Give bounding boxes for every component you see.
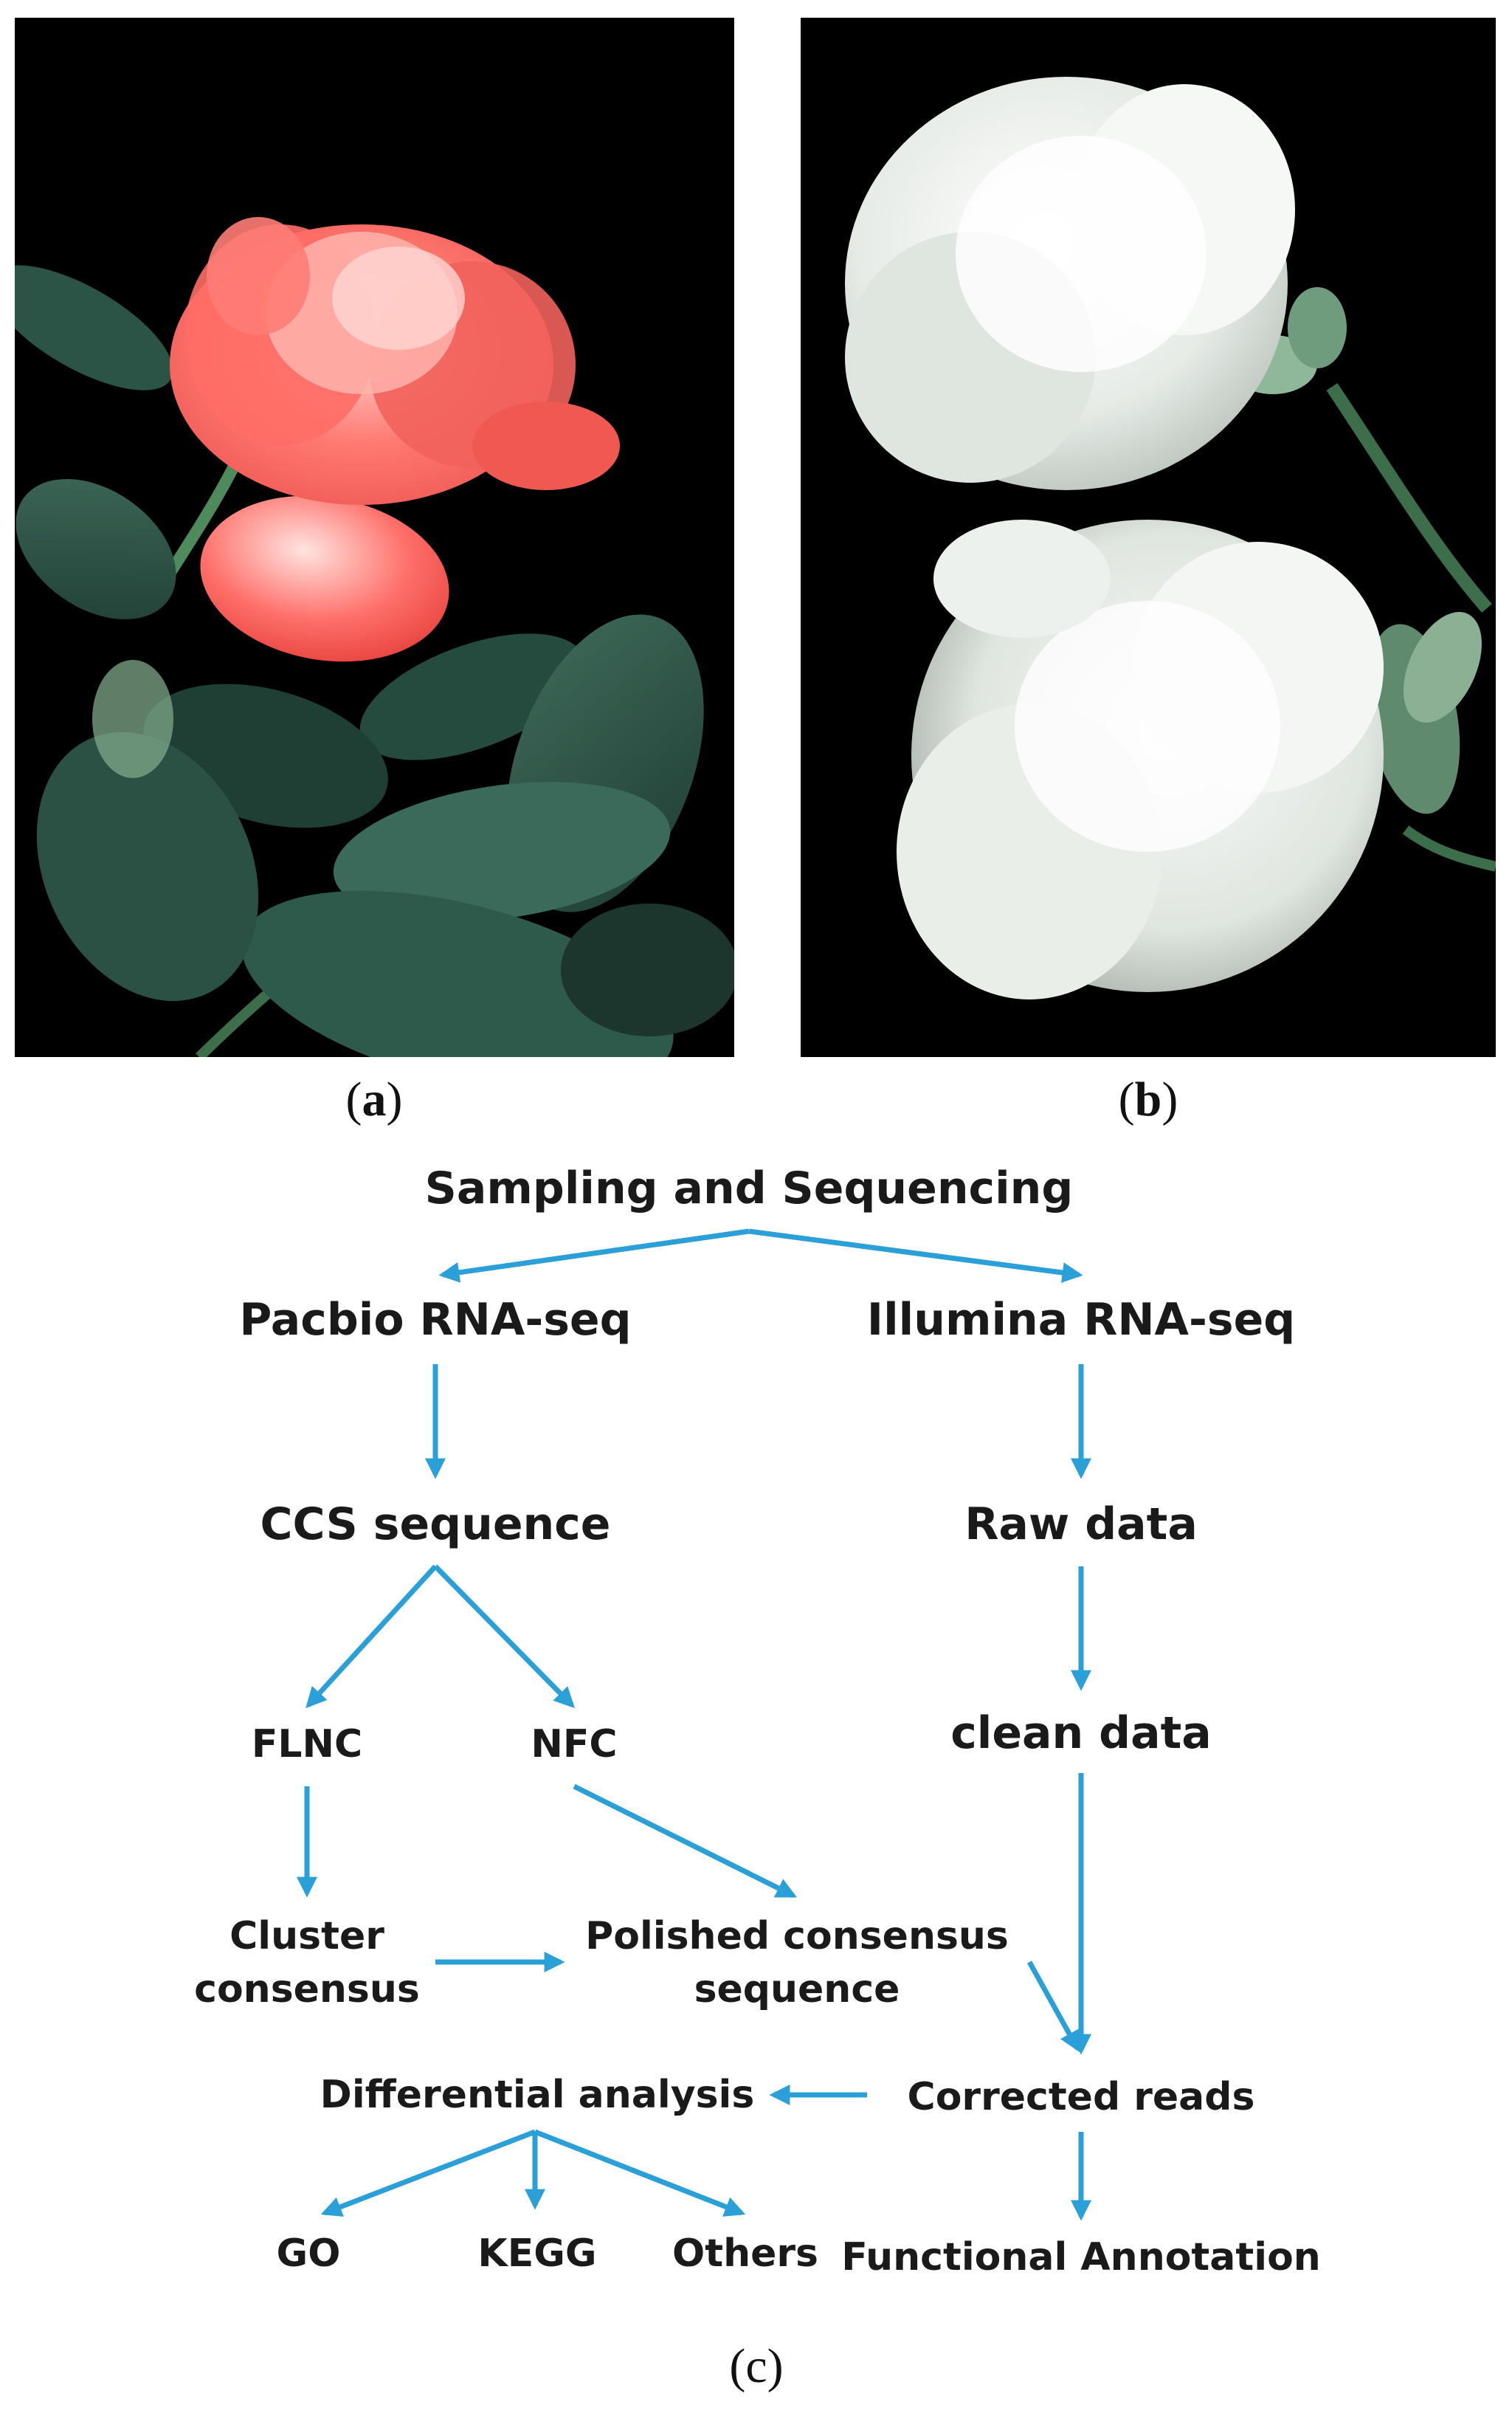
arrow-nfc-to-polished (573, 1783, 798, 1899)
node-cluster-consensus-line1: Cluster (229, 1914, 384, 1958)
panel-label-c: (c) (729, 2339, 784, 2393)
node-sampling-and-sequencing: Sampling and Sequencing (425, 1163, 1074, 1214)
arrow-sampling-to-illumina (748, 1228, 1083, 1283)
arrow-ccs-to-nfc (433, 1564, 575, 1708)
node-pacbio-rna-seq: Pacbio RNA-seq (239, 1294, 631, 1346)
arrow-ccs-to-flnc (305, 1564, 438, 1709)
arrow-differential-to-go (320, 2129, 536, 2217)
node-kegg: KEGG (477, 2231, 596, 2276)
node-go: GO (277, 2231, 341, 2276)
node-clean-data: clean data (950, 1707, 1212, 1759)
panel-label-b: (b) (1118, 1073, 1178, 1126)
node-polished-consensus-line1: Polished consensus (585, 1914, 1009, 1958)
node-cluster-consensus-line2: consensus (194, 1967, 420, 2011)
node-corrected-reads: Corrected reads (908, 2075, 1255, 2119)
arrow-polished-to-corrected (1026, 1961, 1080, 2052)
panel-label-a: (a) (345, 1073, 403, 1126)
node-ccs-sequence: CCS sequence (260, 1498, 610, 1550)
node-polished-consensus-line2: sequence (694, 1967, 900, 2011)
pink-rose-photo (15, 18, 734, 1057)
flow-arrows (297, 1228, 1091, 2221)
node-nfc: NFC (531, 1722, 617, 1766)
white-rose-photo (801, 18, 1496, 1057)
arrow-sampling-to-pacbio (438, 1228, 750, 1283)
node-others: Others (672, 2231, 818, 2276)
node-differential-analysis: Differential analysis (320, 2073, 755, 2117)
node-flnc: FLNC (252, 1722, 362, 1766)
arrow-differential-to-others (534, 2129, 746, 2217)
node-functional-annotation: Functional Annotation (841, 2235, 1321, 2279)
node-illumina-rna-seq: Illumina RNA-seq (867, 1294, 1295, 1346)
node-raw-data: Raw data (964, 1498, 1198, 1550)
